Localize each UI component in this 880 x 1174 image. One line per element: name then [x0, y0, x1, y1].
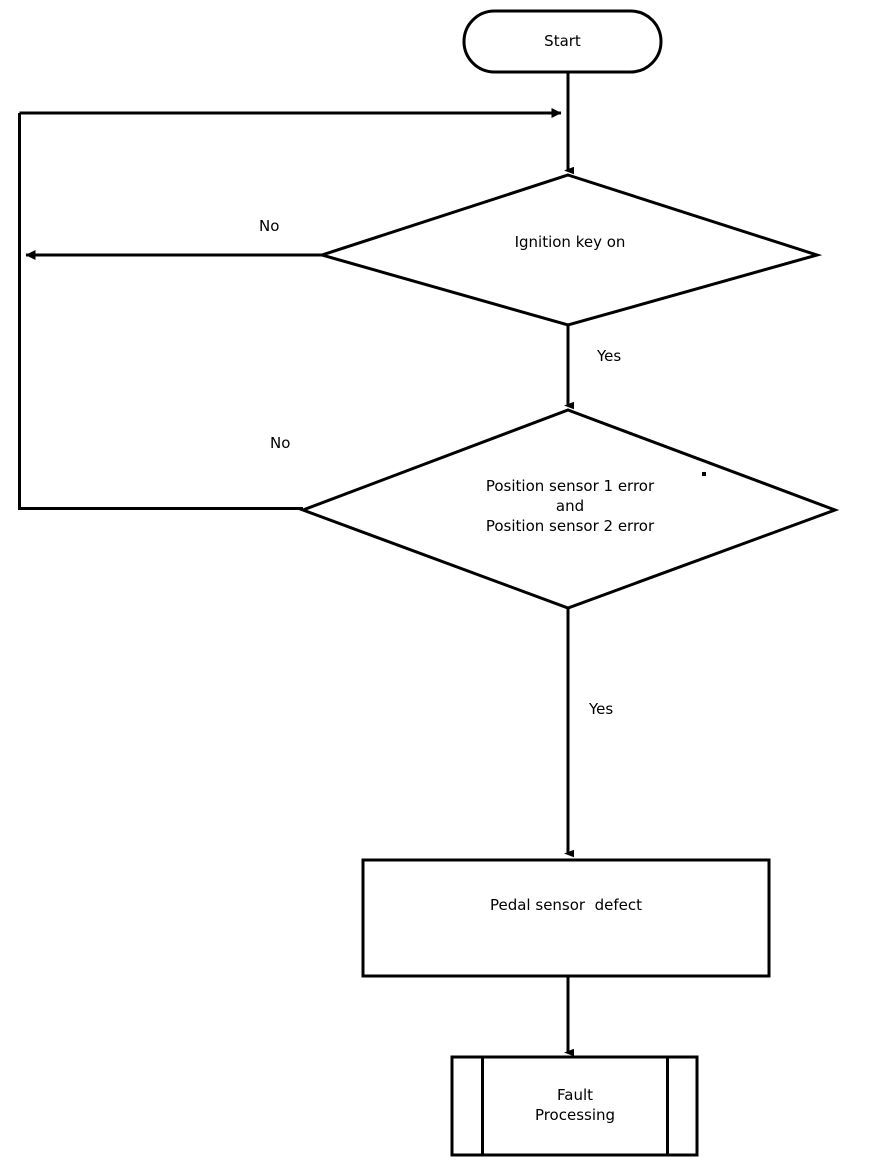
node-decision2-shape[interactable]: [298, 408, 840, 610]
edge-label-decision1-no: No: [259, 217, 280, 235]
node-process1-shape[interactable]: [361, 858, 771, 978]
node-subroutine1-shape[interactable]: [450, 1055, 699, 1157]
ink-speck: [702, 472, 706, 476]
edge-label-decision1-yes: Yes: [597, 347, 622, 365]
node-start-shape[interactable]: [462, 9, 663, 74]
edge-label-decision2-no: No: [270, 434, 291, 452]
node-decision1-shape[interactable]: [316, 173, 823, 327]
edge-label-decision2-yes: Yes: [589, 700, 614, 718]
